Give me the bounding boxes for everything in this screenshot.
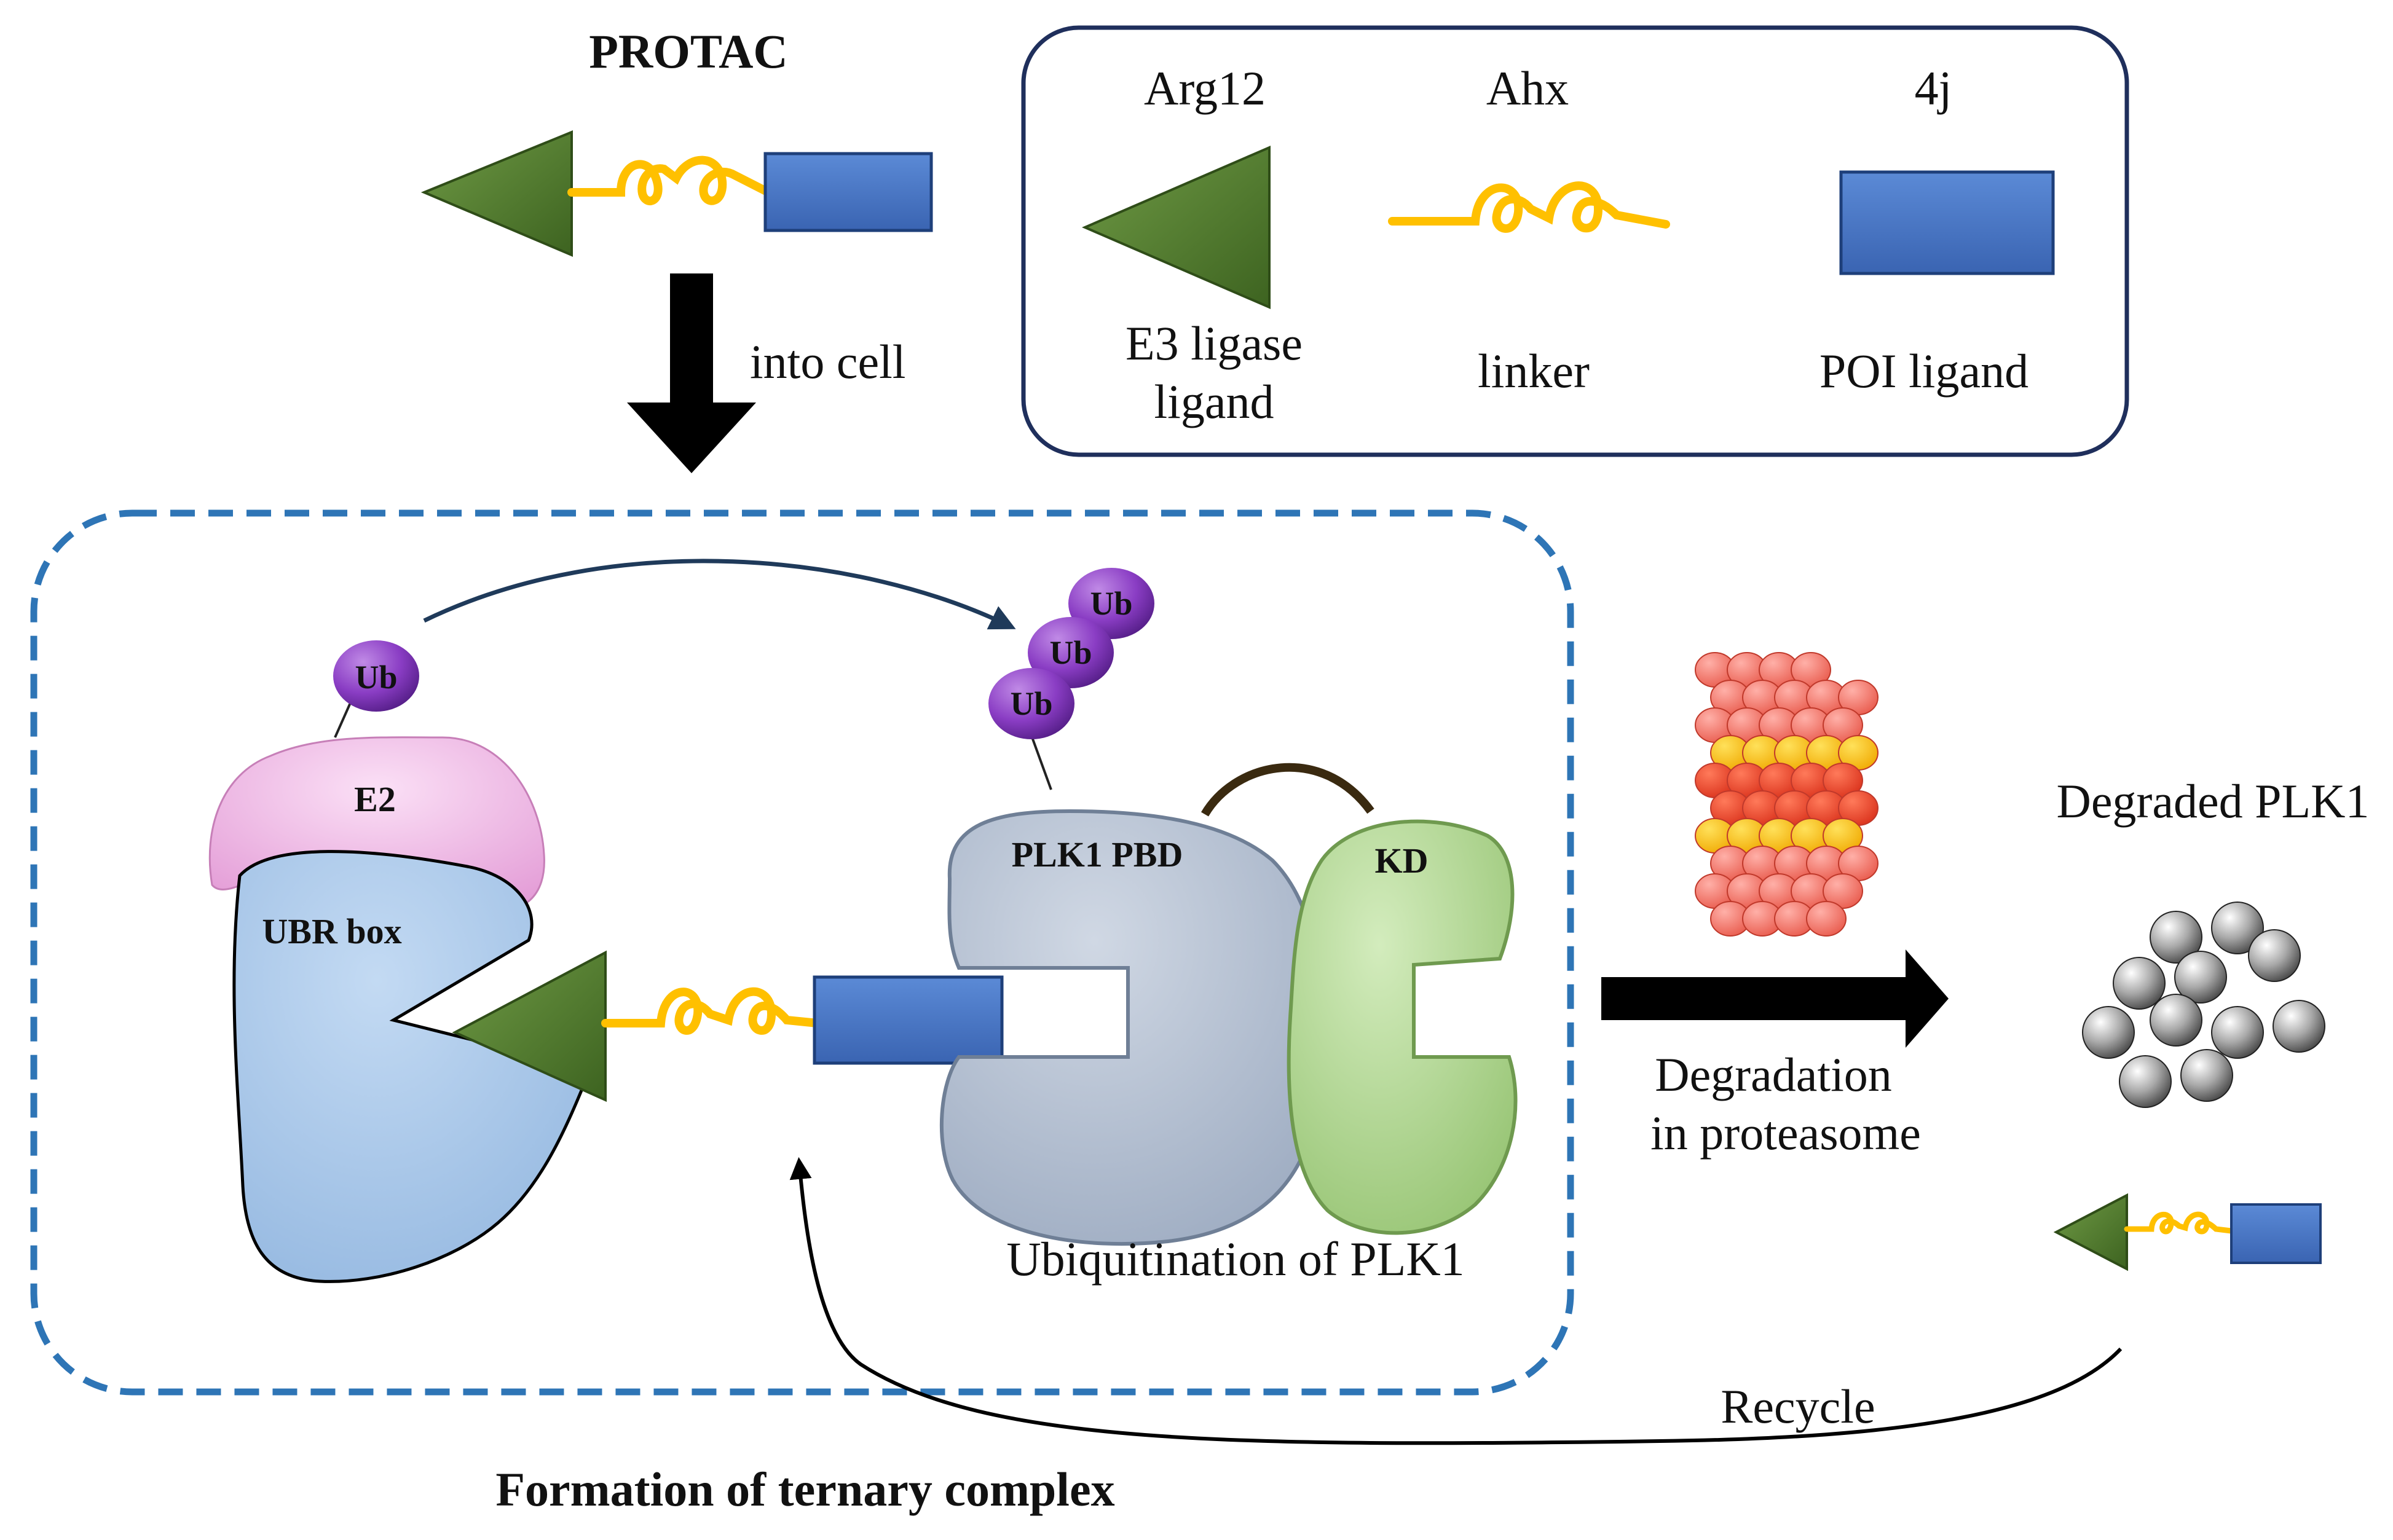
plk1-pbd-label: PLK1 PBD [1012, 835, 1183, 874]
legend-poi-label: POI ligand [1819, 344, 2028, 398]
ub-e2-ball [333, 640, 419, 712]
degradation-line1: Degradation [1655, 1048, 1892, 1101]
complex-linker-coil [601, 987, 822, 1035]
ubiquitination-label: Ubiquitination of PLK1 [1006, 1232, 1464, 1286]
poi-ligand-rect [763, 152, 933, 232]
e2-label: E2 [354, 779, 396, 819]
complex-poi-rect [813, 975, 1004, 1065]
into-cell-arrow [627, 273, 756, 473]
legend-poi-rect [1839, 170, 2055, 275]
degraded-peptide-ball [2211, 902, 2264, 954]
ub-chain-label-3: Ub [1010, 685, 1052, 722]
degraded-plk1-label: Degraded PLK1 [2056, 774, 2369, 828]
proteasome [1695, 652, 1879, 937]
degraded-peptide-ball [2113, 957, 2166, 1010]
ub-transfer-arrow [423, 559, 1016, 630]
degradation-arrow [1601, 949, 1949, 1048]
legend-4j: 4j [1915, 61, 1952, 115]
kd-label: KD [1375, 841, 1429, 881]
e3-ligand-triangle [420, 130, 573, 257]
ubr-box-label: UBR box [262, 911, 401, 951]
degraded-peptide-ball [2273, 1000, 2325, 1053]
cell-dashed-box [30, 509, 1574, 1396]
legend-arg12: Arg12 [1144, 61, 1266, 115]
degraded-peptide-ball [2174, 951, 2227, 1004]
legend-e3-triangle [1081, 145, 1271, 310]
degraded-peptide-ball [2180, 1049, 2233, 1102]
legend-ahx: Ahx [1486, 61, 1569, 115]
proteasome-subunit [1806, 901, 1847, 937]
recycle-label: Recycle [1721, 1380, 1875, 1433]
formation-label: Formation of ternary complex [495, 1463, 1114, 1516]
recycle-arrow [789, 1157, 2123, 1445]
protac-molecule-complex [452, 950, 1004, 1102]
protac-title: PROTAC [589, 25, 788, 78]
recycled-e3-triangle [2053, 1193, 2128, 1271]
ub-e2-label: Ub [355, 659, 397, 696]
recycled-linker-coil [2124, 1211, 2234, 1235]
degraded-peptide-ball [2211, 1006, 2264, 1059]
protac-molecule-recycled [2053, 1193, 2322, 1271]
degraded-peptide-ball [2248, 929, 2301, 982]
legend-linker-coil [1388, 181, 1670, 233]
ub-chain-ball-3 [988, 668, 1074, 739]
proteasome-subunit [1823, 873, 1863, 909]
degraded-peptides [2082, 902, 2325, 1108]
degraded-peptide-ball [2119, 1055, 2172, 1108]
legend-e3-line2: ligand [1154, 375, 1274, 428]
degraded-peptide-ball [2150, 994, 2202, 1047]
ubr-box-shape [232, 850, 593, 1283]
ub-chain-label-1: Ub [1090, 585, 1132, 622]
recycled-poi-rect [2230, 1203, 2322, 1264]
into-cell-label: into cell [750, 335, 905, 388]
linker-coil [567, 155, 773, 205]
legend-e3-line1: E3 ligase [1126, 316, 1303, 370]
legend-box [1021, 25, 2129, 457]
plk1-pbd-shape [939, 809, 1325, 1246]
degraded-peptide-ball [2150, 911, 2202, 964]
pbd-kd-connector [1200, 763, 1374, 817]
kd-shape [1287, 819, 1518, 1235]
protac-molecule-top [420, 130, 933, 257]
ub-chain-ball-2 [1028, 617, 1114, 688]
legend-linker-label: linker [1478, 344, 1590, 398]
degradation-line2: in proteasome [1650, 1106, 1921, 1160]
degraded-peptide-ball [2082, 1006, 2135, 1059]
ub-chain-label-2: Ub [1049, 634, 1092, 671]
